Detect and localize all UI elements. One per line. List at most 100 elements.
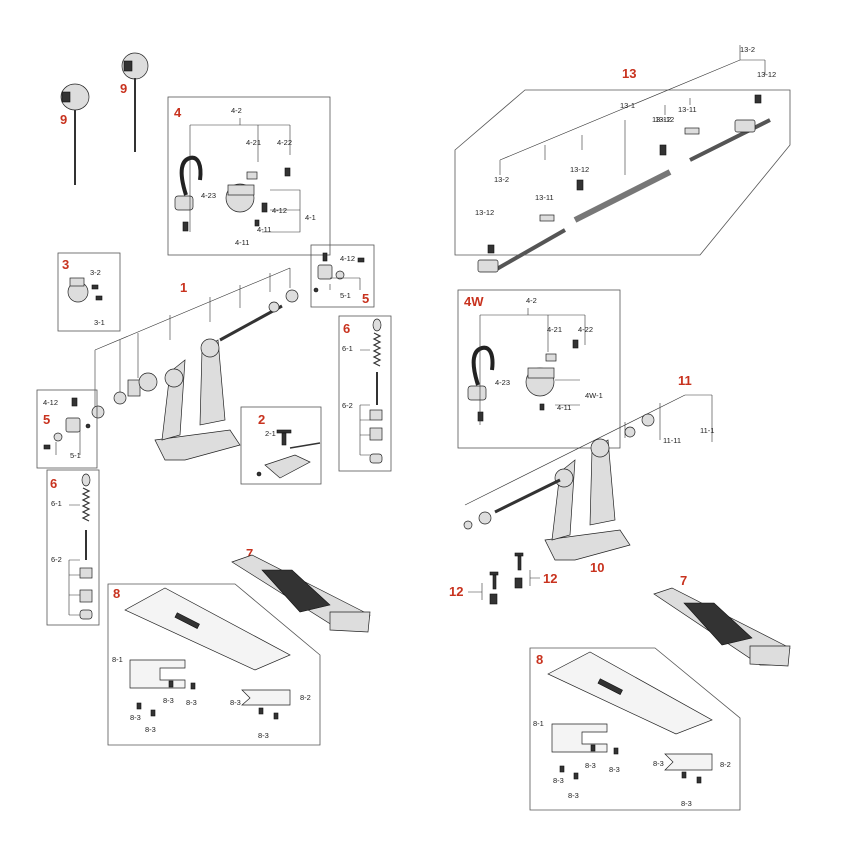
label-8-3b: 8-3: [145, 725, 156, 734]
label-r8-3f: 8-3: [681, 799, 692, 808]
baseplate-left: [124, 587, 291, 706]
callout-12a: 12: [449, 584, 463, 599]
label-8-3a: 8-3: [130, 713, 141, 722]
hinge-5b: [43, 397, 91, 450]
callout-3: 3: [62, 257, 69, 272]
label-11-11: 11-11: [663, 436, 681, 445]
box-4: [167, 96, 331, 256]
box-13: [454, 89, 791, 256]
label-6b-6-2: 6-2: [51, 555, 62, 564]
beater-right: [121, 52, 149, 152]
callout-11: 11: [678, 373, 692, 388]
label-4w-1: 4W-1: [585, 391, 603, 400]
label-3-2: 3-2: [90, 268, 101, 277]
label-8-2: 8-2: [300, 693, 311, 702]
label-4-12: 4-12: [272, 206, 287, 215]
screws-12: [489, 552, 524, 605]
footboard-7-left: [231, 554, 371, 633]
box-5-upper: [310, 244, 375, 308]
callout-8b: 8: [536, 652, 543, 667]
label-r8-1: 8-1: [533, 719, 544, 728]
callout-10: 10: [590, 560, 604, 575]
baseplate-right: [547, 651, 713, 771]
spring-6a: [369, 318, 383, 464]
box-6-right: [338, 315, 392, 472]
box-4w: [457, 289, 621, 449]
label-4w-22: 4-22: [578, 325, 593, 334]
callout-9b: 9: [120, 81, 127, 96]
label-5a-4-12: 4-12: [340, 254, 355, 263]
main-frame-10: [463, 413, 655, 561]
beater-holder-body: [225, 167, 291, 227]
label-13-12e: 13-12: [655, 115, 674, 124]
label-4-11b: 4-11: [235, 238, 249, 247]
label-8-3e: 8-3: [230, 698, 241, 707]
callout-2: 2: [258, 412, 265, 427]
label-13-11b: 13-11: [678, 105, 697, 114]
label-13-12d: 13-12: [757, 70, 776, 79]
shaft-13: [477, 94, 771, 273]
footboard-7-right: [653, 587, 791, 667]
label-r8-3d: 8-3: [609, 765, 620, 774]
callout-6b: 6: [50, 476, 57, 491]
beater-left: [60, 83, 90, 185]
label-13-12b: 13-12: [652, 115, 671, 124]
callout-13: 13: [622, 66, 636, 81]
callout-1: 1: [180, 280, 187, 295]
label-8-3d: 8-3: [186, 698, 197, 707]
callout-5a: 5: [362, 291, 369, 306]
beater-holder-4w: [525, 339, 579, 411]
label-r8-3a: 8-3: [553, 776, 564, 785]
part-2: [256, 429, 321, 479]
label-4w-11: 4-11: [557, 403, 571, 412]
callout-4w: 4W: [464, 294, 484, 309]
label-5a-5-1: 5-1: [340, 291, 351, 300]
label-5b-5-1: 5-1: [70, 451, 81, 460]
callout-8a: 8: [113, 586, 120, 601]
label-13-2b: 13-2: [740, 45, 755, 54]
box-5-lower: [36, 389, 98, 469]
box-2: [240, 406, 322, 485]
label-2-1: 2-1: [265, 429, 276, 438]
label-4-1: 4-1: [305, 213, 316, 222]
clamp-3: [67, 277, 103, 303]
box-6-left: [46, 469, 100, 626]
box-3: [57, 252, 121, 332]
label-r8-3c: 8-3: [585, 761, 596, 770]
label-6a-6-1: 6-1: [342, 344, 353, 353]
label-8-3f: 8-3: [258, 731, 269, 740]
label-r8-2: 8-2: [720, 760, 731, 769]
label-4w-2: 4-2: [526, 296, 537, 305]
label-13-11a: 13-11: [535, 193, 554, 202]
callout-5b: 5: [43, 412, 50, 427]
label-11-1: 11-1: [700, 426, 714, 435]
label-4-23: 4-23: [201, 191, 216, 200]
screws-left: [136, 680, 279, 720]
hinge-5a: [313, 252, 365, 293]
chain-assembly: [174, 155, 203, 232]
label-3-1: 3-1: [94, 318, 105, 327]
chain-assembly-4w: [467, 345, 495, 422]
label-4-21: 4-21: [246, 138, 261, 147]
label-5b-4-12: 4-12: [43, 398, 58, 407]
label-4-22: 4-22: [277, 138, 292, 147]
label-4w-21: 4-21: [547, 325, 562, 334]
screws-right: [559, 744, 702, 784]
label-r8-3e: 8-3: [653, 759, 664, 768]
callout-4: 4: [174, 105, 182, 120]
label-6b-6-1: 6-1: [51, 499, 62, 508]
label-13-1: 13-1: [620, 101, 635, 110]
callout-7a: 7: [246, 546, 253, 561]
callout-7b: 7: [680, 573, 687, 588]
box-8-left: [107, 583, 321, 746]
callout-12b: 12: [543, 571, 557, 586]
label-4-11: 4-11: [257, 225, 271, 234]
label-4w-23: 4-23: [495, 378, 510, 387]
spring-6b: [79, 473, 93, 620]
box-8-right: [529, 647, 741, 811]
label-8-3c: 8-3: [163, 696, 174, 705]
label-13-12c: 13-12: [570, 165, 589, 174]
label-6a-6-2: 6-2: [342, 401, 353, 410]
label-4-2: 4-2: [231, 106, 242, 115]
